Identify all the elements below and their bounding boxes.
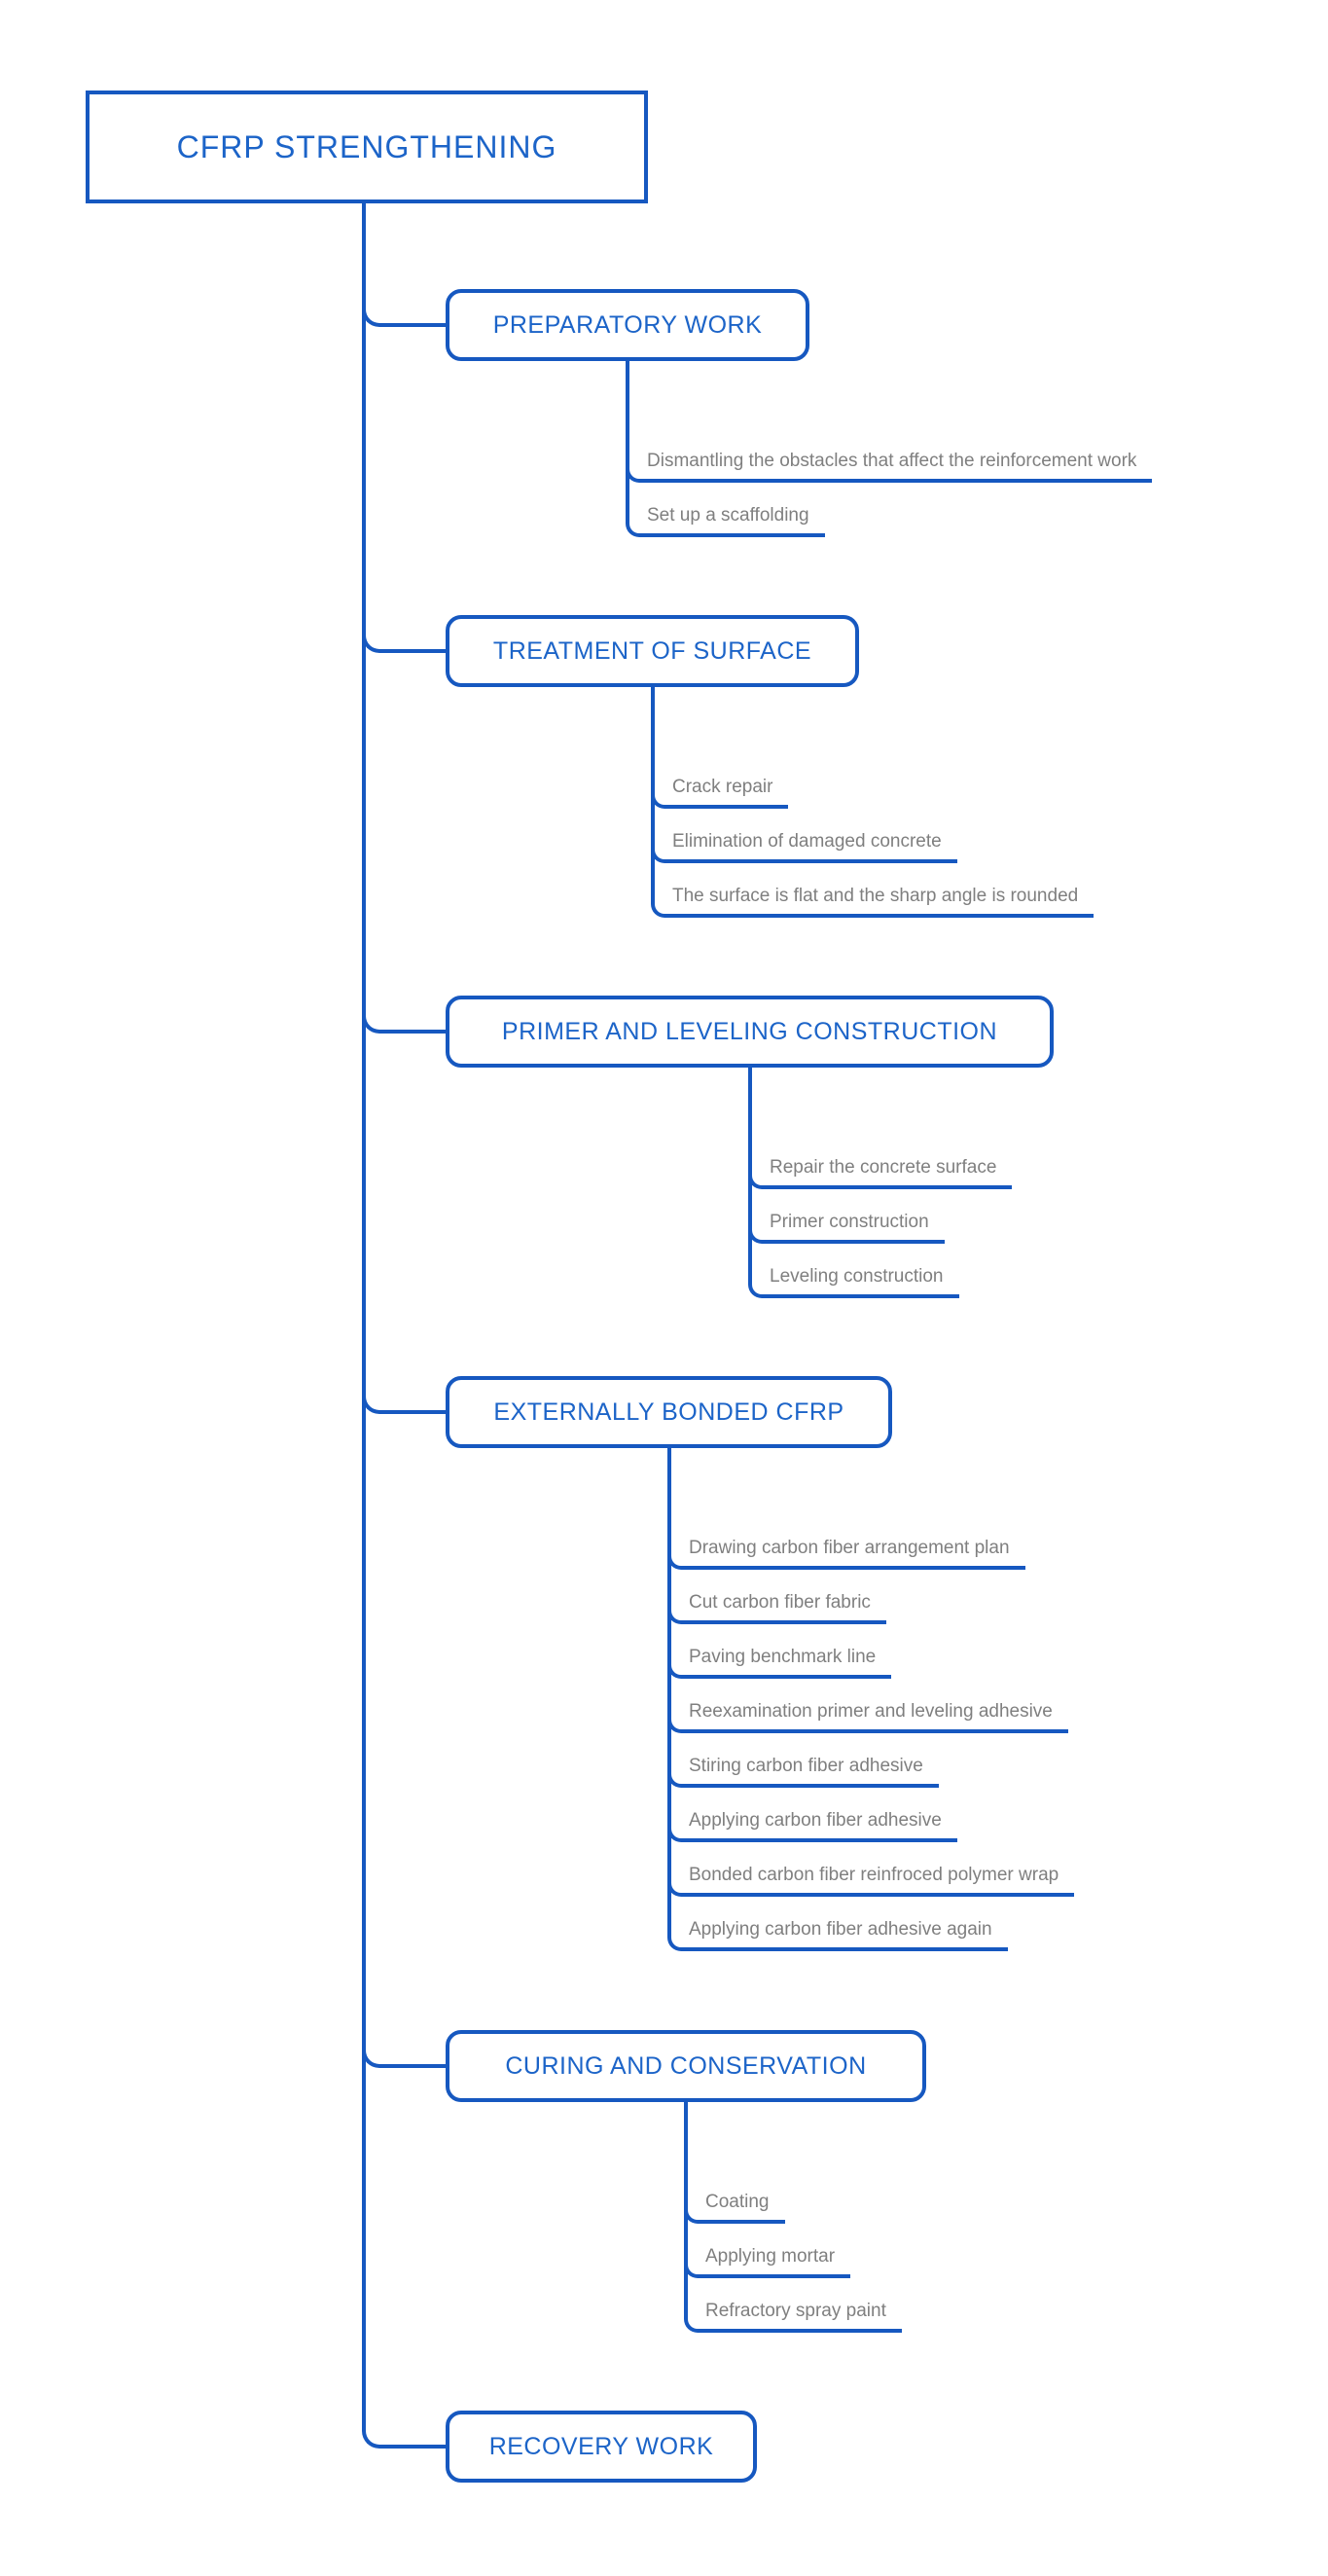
leaf-connector [667, 1546, 693, 1570]
branch-connector [362, 1006, 451, 1034]
branch-node-recovery-work[interactable]: RECOVERY WORK [446, 2411, 757, 2483]
branch-connector [362, 2041, 451, 2068]
leaf-connector [667, 1655, 693, 1679]
leaf-node[interactable]: Coating [705, 2190, 785, 2224]
leaf-node[interactable]: Paving benchmark line [689, 1645, 892, 1679]
leaf-label: Stiring carbon fiber adhesive [689, 1756, 923, 1776]
branch-label: TREATMENT OF SURFACE [492, 636, 812, 665]
leaf-connector [748, 1166, 773, 1189]
leaf-node[interactable]: Refractory spray paint [705, 2299, 902, 2333]
branch-node-treatment-of-surface[interactable]: TREATMENT OF SURFACE [446, 615, 859, 687]
leaf-node[interactable]: Drawing carbon fiber arrangement plan [689, 1536, 1025, 1570]
leaf-node[interactable]: Applying carbon fiber adhesive again [689, 1917, 1008, 1951]
leaf-connector [667, 1764, 693, 1788]
leaf-node[interactable]: Leveling construction [770, 1264, 959, 1298]
leaf-node[interactable]: Bonded carbon fiber reinfroced polymer w… [689, 1863, 1075, 1897]
leaf-label: Cut carbon fiber fabric [689, 1592, 871, 1613]
branch-node-preparatory-work[interactable]: PREPARATORY WORK [446, 289, 809, 361]
child-trunk-connector [667, 1448, 671, 1932]
leaf-connector [667, 1819, 693, 1842]
leaf-label: Applying carbon fiber adhesive again [689, 1919, 992, 1940]
leaf-label: Leveling construction [770, 1266, 944, 1287]
branch-node-primer-and-leveling-construction[interactable]: PRIMER AND LEVELING CONSTRUCTION [446, 996, 1054, 1068]
leaf-node[interactable]: Primer construction [770, 1210, 945, 1244]
leaf-connector [626, 459, 651, 483]
leaf-label: Reexamination primer and leveling adhesi… [689, 1701, 1053, 1722]
leaf-label: Drawing carbon fiber arrangement plan [689, 1538, 1010, 1558]
leaf-connector [667, 1873, 693, 1897]
leaf-label: Paving benchmark line [689, 1647, 877, 1667]
leaf-label: Bonded carbon fiber reinfroced polymer w… [689, 1865, 1059, 1885]
leaf-label: Dismantling the obstacles that affect th… [647, 451, 1137, 471]
leaf-node[interactable]: Set up a scaffolding [647, 503, 825, 537]
leaf-label: Elimination of damaged concrete [672, 831, 942, 852]
leaf-node[interactable]: Applying mortar [705, 2244, 851, 2278]
leaf-label: The surface is flat and the sharp angle … [672, 886, 1079, 906]
branch-connector [362, 2421, 451, 2449]
leaf-connector [626, 514, 651, 537]
leaf-connector [651, 785, 676, 809]
leaf-label: Applying carbon fiber adhesive [689, 1810, 942, 1831]
leaf-node[interactable]: Elimination of damaged concrete [672, 829, 957, 863]
leaf-connector [667, 1928, 693, 1951]
branch-node-externally-bonded-cfrp[interactable]: EXTERNALLY BONDED CFRP [446, 1376, 892, 1448]
leaf-connector [748, 1275, 773, 1298]
main-trunk-connector [362, 203, 366, 2423]
leaf-label: Coating [705, 2192, 770, 2212]
leaf-label: Applying mortar [705, 2246, 836, 2267]
branch-label: PREPARATORY WORK [492, 310, 763, 339]
branch-connector [362, 1387, 451, 1414]
leaf-connector [684, 2309, 709, 2333]
branch-connector [362, 626, 451, 653]
leaf-connector [748, 1220, 773, 1244]
root-node[interactable]: CFRP STRENGTHENING [86, 91, 648, 203]
leaf-node[interactable]: The surface is flat and the sharp angle … [672, 884, 1095, 918]
leaf-node[interactable]: Crack repair [672, 775, 789, 809]
leaf-label: Repair the concrete surface [770, 1157, 997, 1178]
leaf-label: Set up a scaffolding [647, 505, 809, 526]
branch-connector [362, 300, 451, 327]
leaf-node[interactable]: Reexamination primer and leveling adhesi… [689, 1699, 1068, 1733]
leaf-connector [684, 2255, 709, 2278]
leaf-label: Primer construction [770, 1212, 929, 1232]
branch-label: PRIMER AND LEVELING CONSTRUCTION [501, 1017, 998, 1045]
branch-label: CURING AND CONSERVATION [505, 2051, 867, 2080]
leaf-label: Refractory spray paint [705, 2301, 886, 2321]
branch-label: RECOVERY WORK [488, 2432, 714, 2460]
leaf-connector [651, 840, 676, 863]
leaf-node[interactable]: Repair the concrete surface [770, 1155, 1013, 1189]
child-trunk-connector [626, 361, 629, 518]
leaf-connector [684, 2200, 709, 2224]
leaf-node[interactable]: Cut carbon fiber fabric [689, 1590, 886, 1624]
leaf-node[interactable]: Dismantling the obstacles that affect th… [647, 449, 1153, 483]
leaf-node[interactable]: Applying carbon fiber adhesive [689, 1808, 957, 1842]
leaf-label: Crack repair [672, 777, 773, 797]
leaf-connector [667, 1710, 693, 1733]
leaf-node[interactable]: Stiring carbon fiber adhesive [689, 1754, 939, 1788]
leaf-connector [651, 894, 676, 918]
branch-label: EXTERNALLY BONDED CFRP [493, 1397, 844, 1426]
leaf-connector [667, 1601, 693, 1624]
branch-node-curing-and-conservation[interactable]: CURING AND CONSERVATION [446, 2030, 926, 2102]
